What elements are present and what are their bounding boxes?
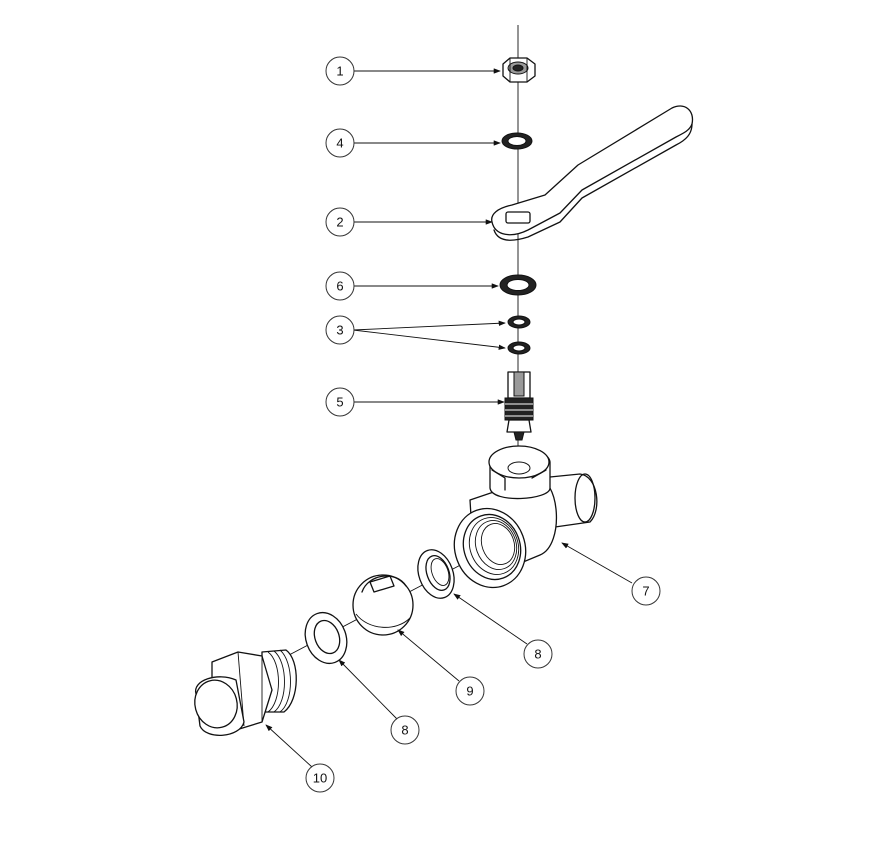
part-seat-ring-upper <box>417 549 455 599</box>
svg-text:6: 6 <box>336 279 343 294</box>
part-spring-washer <box>501 132 533 150</box>
part-end-connector <box>194 649 297 737</box>
part-hex-nut <box>502 57 536 83</box>
svg-text:2: 2 <box>336 215 343 230</box>
callout-6: 6 <box>325 271 355 301</box>
part-seat-ring-lower <box>304 611 348 665</box>
callout-3: 3 <box>325 315 355 345</box>
svg-text:10: 10 <box>313 771 327 786</box>
part-thrust-washer <box>499 274 537 296</box>
callout-8-upper: 8 <box>523 639 553 669</box>
callout-4: 4 <box>325 128 355 158</box>
svg-text:5: 5 <box>336 395 343 410</box>
part-o-rings <box>507 315 531 355</box>
callout-5: 5 <box>325 387 355 417</box>
callout-2: 2 <box>325 207 355 237</box>
svg-text:8: 8 <box>401 723 408 738</box>
svg-text:1: 1 <box>336 64 343 79</box>
svg-text:8: 8 <box>534 647 541 662</box>
part-valve-body <box>453 445 598 589</box>
callout-7: 7 <box>631 576 661 606</box>
callout-8-lower: 8 <box>390 715 420 745</box>
callout-9: 9 <box>455 676 485 706</box>
part-lever-handle <box>491 105 694 241</box>
part-ball <box>352 574 414 636</box>
svg-text:7: 7 <box>642 584 649 599</box>
part-valve-stem <box>504 371 534 441</box>
leader-lines <box>265 68 633 768</box>
svg-text:9: 9 <box>466 684 473 699</box>
callout-1: 1 <box>325 56 355 86</box>
svg-text:3: 3 <box>336 323 343 338</box>
callout-10: 10 <box>305 763 335 793</box>
svg-text:4: 4 <box>336 136 343 151</box>
